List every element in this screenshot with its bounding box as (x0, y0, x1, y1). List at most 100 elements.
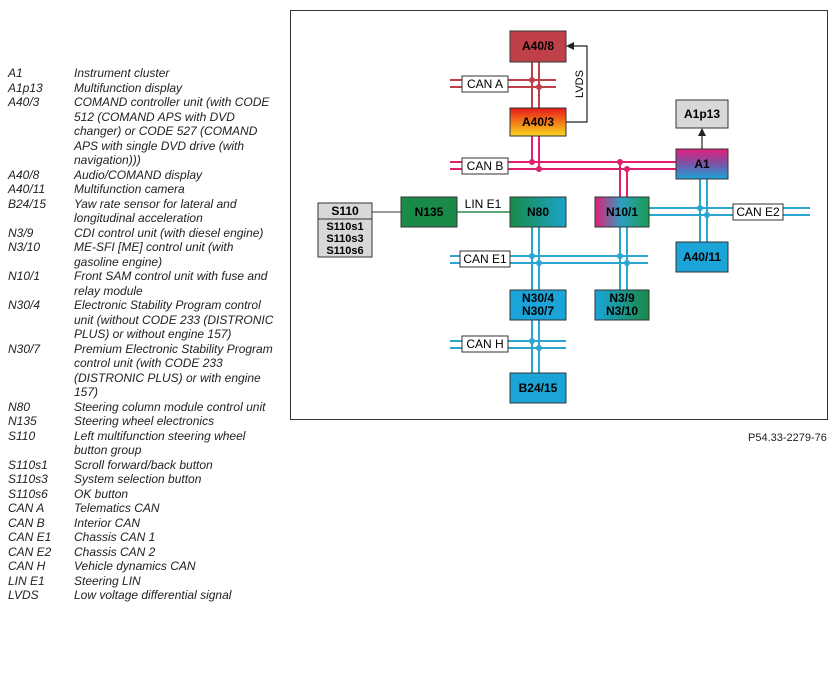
legend-code: CAN A (8, 501, 45, 515)
module-a1p13: A1p13 (675, 99, 729, 129)
legend-row: S110 Left multifunction steering wheel bu… (8, 429, 278, 458)
lvds-arrowhead (566, 42, 574, 50)
figure-reference: P54.33-2279-76 (748, 432, 827, 444)
s110-button-group: S110 S110s1 S110s3 S110s6 (317, 202, 373, 258)
legend-row: S110s1 Scroll forward/back button (8, 458, 278, 473)
legend-row: CAN A Telematics CAN (8, 501, 278, 516)
s110-title: S110 (331, 204, 359, 218)
legend-code: N80 (8, 399, 31, 414)
can-e2-label-box (732, 203, 784, 221)
legend-row: A1 Instrument cluster (8, 66, 278, 81)
legend-code: LIN E1 (8, 573, 45, 588)
legend-code: N135 (8, 414, 37, 428)
can-h-label: CAN H (466, 337, 503, 351)
legend-description: Left multifunction steering wheel button… (74, 428, 246, 458)
svg-text:A40/8: A40/8 (522, 39, 554, 53)
legend-row: A40/11 Multifunction camera (8, 182, 278, 197)
svg-text:A40/11: A40/11 (683, 250, 721, 264)
legend-code: CAN H (8, 559, 46, 573)
legend-description: System selection button (74, 472, 202, 486)
legend-code: N3/9 (8, 225, 34, 240)
legend-row: A1p13 Multifunction display (8, 81, 278, 96)
legend-description: CDI control unit (with diesel engine) (74, 225, 264, 240)
can-e2-label: CAN E2 (736, 205, 780, 219)
legend-description: Audio/COMAND display (74, 167, 203, 182)
legend-description: Yaw rate sensor for lateral and longitud… (74, 196, 237, 226)
legend-row: LVDS Low voltage differential signal (8, 588, 278, 603)
module-a40-3: A40/3 (509, 107, 567, 137)
s110-item: S110s3 (326, 233, 363, 245)
svg-text:N80: N80 (527, 205, 549, 219)
lvds-label: LVDS (574, 70, 586, 98)
legend-code: N3/10 (8, 240, 41, 254)
can-h-label-box (461, 335, 509, 353)
can-b-label-box (461, 157, 509, 175)
legend-code: LVDS (8, 588, 39, 602)
legend-description: Multifunction display (74, 80, 183, 95)
legend-code: CAN E2 (8, 544, 52, 559)
module-b24-15: B24/15 (509, 372, 567, 404)
legend-description: Scroll forward/back button (74, 457, 213, 472)
legend-description: Vehicle dynamics CAN (74, 559, 196, 573)
can-b-label: CAN B (467, 159, 504, 173)
module-a40-8: A40/8 (509, 30, 567, 63)
can-e2-bus (648, 179, 810, 242)
legend-code: A40/3 (8, 95, 40, 109)
module-n30: N30/4 N30/7 (509, 289, 567, 321)
module-a40-11: A40/11 (675, 241, 729, 273)
module-n3: N3/9 N3/10 (594, 289, 650, 321)
legend-code: B24/15 (8, 196, 47, 211)
module-n80: N80 (509, 196, 567, 228)
legend-code: A1p13 (8, 80, 43, 95)
legend-description: ME-SFI [ME] control unit (with gasoline … (74, 240, 234, 269)
lin-e1-label: LIN E1 (465, 197, 502, 211)
legend-row: B24/15 Yaw rate sensor for lateral and lo… (8, 197, 278, 226)
legend-description: Chassis CAN 2 (74, 544, 156, 559)
legend-code: S110 (8, 428, 36, 443)
lvds-line (566, 45, 588, 123)
legend-description: Instrument cluster (74, 66, 170, 80)
legend-description: Low voltage differential signal (74, 588, 232, 602)
svg-text:A1p13: A1p13 (684, 107, 720, 121)
svg-text:N30/7: N30/7 (522, 304, 554, 318)
legend-code: A40/8 (8, 167, 40, 182)
legend-row: N10/1 Front SAM control unit with fuse an… (8, 269, 278, 298)
svg-text:N10/1: N10/1 (606, 205, 638, 219)
svg-text:N30/4: N30/4 (522, 291, 554, 305)
legend-description: Telematics CAN (74, 501, 160, 515)
legend-code: S110s3 (8, 472, 48, 486)
legend-row: N80 Steering column module control unit (8, 400, 278, 415)
can-e1-label: CAN E1 (463, 252, 507, 266)
legend-code: CAN B (8, 515, 45, 530)
module-n135: N135 (400, 196, 458, 228)
can-a-label-box (461, 75, 509, 93)
legend-code: A1 (8, 66, 23, 80)
legend-code: A40/11 (8, 182, 46, 196)
can-e1-label-box (459, 250, 511, 268)
svg-text:N3/10: N3/10 (606, 304, 638, 318)
legend-row: S110s3 System selection button (8, 472, 278, 487)
legend-code: S110s1 (8, 457, 48, 472)
legend-description: Chassis CAN 1 (74, 530, 156, 544)
svg-text:A40/3: A40/3 (522, 115, 554, 129)
legend-description: Steering column module control unit (74, 399, 266, 414)
legend-description: Multifunction camera (74, 182, 185, 196)
legend-code: CAN E1 (8, 530, 52, 544)
legend-description: Premium Electronic Stability Program con… (74, 341, 273, 400)
legend-row: CAN H Vehicle dynamics CAN (8, 559, 278, 574)
svg-text:N135: N135 (415, 205, 444, 219)
legend-code: N10/1 (8, 269, 41, 283)
legend-description: Front SAM control unit with fuse and rel… (74, 269, 268, 298)
legend-row: N3/9 CDI control unit (with diesel engine… (8, 226, 278, 241)
svg-text:A1: A1 (694, 157, 710, 171)
legend-row: N3/10 ME-SFI [ME] control unit (with gaso… (8, 240, 278, 269)
